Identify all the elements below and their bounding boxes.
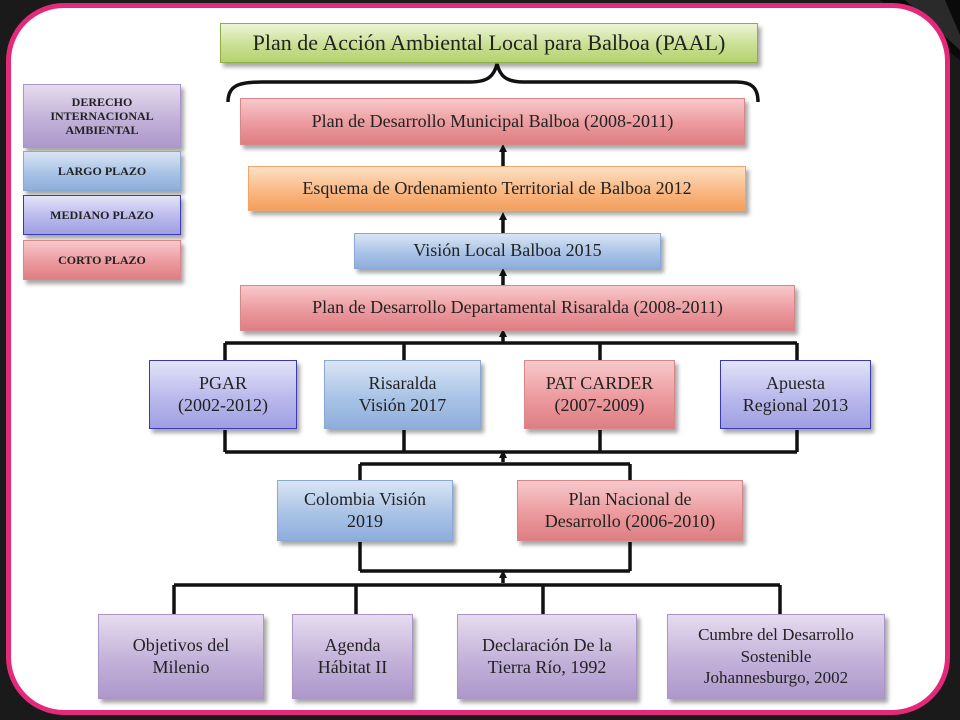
local-vision-box: Visión Local Balboa 2015 xyxy=(354,233,661,269)
apuesta-regional-line-1: Apuesta xyxy=(766,373,825,394)
legend-long-term-label: LARGO PLAZO xyxy=(57,163,147,178)
apuesta-regional-line-2: Regional 2013 xyxy=(742,394,849,415)
risaralda-vision-line-1: Risaralda xyxy=(368,373,437,394)
agenda-line-1: Agenda xyxy=(324,635,381,656)
plan-nacional-line-2: Desarrollo (2006-2010) xyxy=(544,510,716,531)
legend-international-label: DERECHO INTERNACIONAL AMBIENTAL xyxy=(50,94,154,138)
pgar-line-1: PGAR xyxy=(198,373,247,394)
agenda-line-2: Hábitat II xyxy=(317,656,388,677)
objetivos-line-1: Objetivos del xyxy=(132,635,230,656)
legend-long-term: LARGO PLAZO xyxy=(23,151,181,191)
risaralda-vision-box: Risaralda Visión 2017 xyxy=(324,360,481,429)
legend-medium-term-label: MEDIANO PLAZO xyxy=(50,207,154,222)
departmental-plan-text: Plan de Desarrollo Departamental Risaral… xyxy=(312,297,723,318)
apuesta-regional-box: Apuesta Regional 2013 xyxy=(720,360,871,429)
territorial-scheme-box: Esquema de Ordenamiento Territorial de B… xyxy=(248,166,746,211)
departmental-plan-box: Plan de Desarrollo Departamental Risaral… xyxy=(240,285,795,331)
colombia-vision-line-1: Colombia Visión xyxy=(303,489,427,510)
title-brace xyxy=(226,63,760,103)
pgar-box: PGAR (2002-2012) xyxy=(149,360,297,429)
legend-medium-term: MEDIANO PLAZO xyxy=(23,195,181,235)
cumbre-desarrollo-box: Cumbre del Desarrollo Sostenible Johanne… xyxy=(667,614,885,699)
local-vision-text: Visión Local Balboa 2015 xyxy=(413,240,602,261)
pgar-line-2: (2002-2012) xyxy=(178,394,268,415)
declaracion-line-2: Tierra Río, 1992 xyxy=(487,656,607,677)
paal-title: Plan de Acción Ambiental Local para Balb… xyxy=(220,23,758,63)
pat-carder-line-1: PAT CARDER xyxy=(545,373,654,394)
pat-carder-box: PAT CARDER (2007-2009) xyxy=(524,360,675,429)
plan-nacional-box: Plan Nacional de Desarrollo (2006-2010) xyxy=(517,480,743,541)
territorial-scheme-text: Esquema de Ordenamiento Territorial de B… xyxy=(302,177,692,198)
municipal-plan-text: Plan de Desarrollo Municipal Balboa (200… xyxy=(311,110,674,131)
cumbre-line-2: Sostenible xyxy=(740,646,812,666)
objetivos-milenio-box: Objetivos del Milenio xyxy=(98,614,264,699)
colombia-vision-line-2: 2019 xyxy=(347,510,383,531)
declaracion-tierra-box: Declaración De la Tierra Río, 1992 xyxy=(457,614,637,699)
cumbre-line-1: Cumbre del Desarrollo xyxy=(698,624,854,644)
declaracion-line-1: Declaración De la xyxy=(482,635,612,656)
agenda-habitat-box: Agenda Hábitat II xyxy=(292,614,413,699)
legend-international: DERECHO INTERNACIONAL AMBIENTAL xyxy=(23,84,181,148)
cumbre-line-3: Johannesburgo, 2002 xyxy=(703,668,849,688)
paal-title-text: Plan de Acción Ambiental Local para Balb… xyxy=(252,30,726,56)
risaralda-vision-line-2: Visión 2017 xyxy=(358,394,447,415)
pat-carder-line-2: (2007-2009) xyxy=(554,394,645,415)
objetivos-line-2: Milenio xyxy=(152,656,210,677)
plan-nacional-line-1: Plan Nacional de xyxy=(568,489,692,510)
legend-short-term-label: CORTO PLAZO xyxy=(58,252,146,267)
municipal-plan-box: Plan de Desarrollo Municipal Balboa (200… xyxy=(240,98,745,145)
legend-short-term: CORTO PLAZO xyxy=(23,240,181,280)
colombia-vision-box: Colombia Visión 2019 xyxy=(277,480,453,541)
